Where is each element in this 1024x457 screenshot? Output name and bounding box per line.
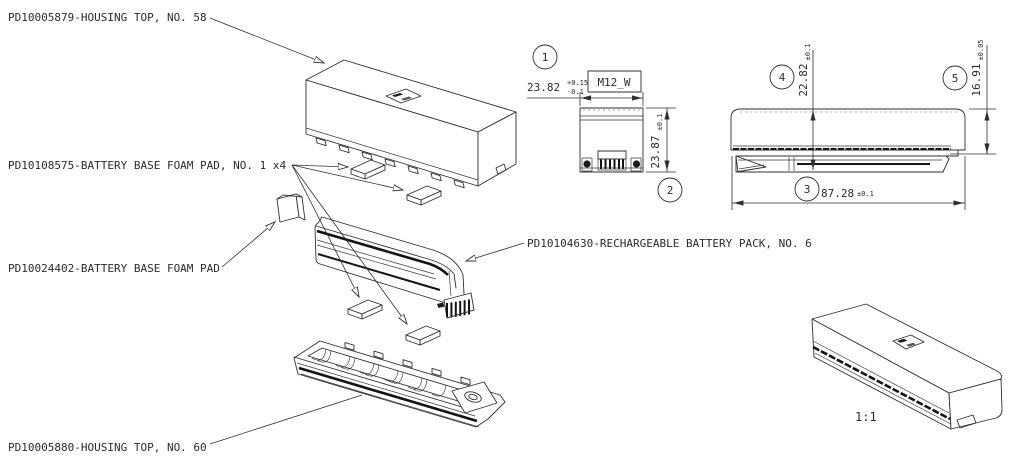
dim-width: 23.82 +0.15 -0.1 M12_W <box>527 70 644 106</box>
leader-foam-pad-single <box>221 222 275 268</box>
dim-step-height-tol: ±0.05 <box>977 39 985 60</box>
leader-battery-pack <box>466 242 525 261</box>
dim-side-height-tol: ±0.1 <box>804 44 812 61</box>
scale-label: 1:1 <box>855 410 877 424</box>
dim-front-height: 23.87 ±0.1 <box>646 107 676 173</box>
leader-housing-top-60 <box>209 394 363 445</box>
dim-width-tol-plus: +0.15 <box>567 79 588 87</box>
dim-front-height-value: 23.87 <box>649 135 662 168</box>
balloon-1: 1 <box>532 44 558 70</box>
tray-ribs <box>311 348 447 397</box>
leader-foam-pad-3 <box>291 164 359 297</box>
side-view: 22.82 ±0.1 16.91 ±0.05 87.28 ±0.1 4 <box>730 39 996 210</box>
end-view: 23.82 +0.15 -0.1 M12_W 23.87 ±0.1 1 2 <box>527 44 683 203</box>
dim-front-height-tol: ±0.1 <box>656 114 664 131</box>
label-battery-pack: PD10104630-RECHARGEABLE BATTERY PACK, NO… <box>527 237 812 250</box>
balloon-4: 4 <box>769 64 795 90</box>
leader-housing-top-58 <box>209 17 324 63</box>
foam-pad-3 <box>347 299 383 320</box>
foam-pad-1 <box>350 159 386 180</box>
dim-width-value: 23.82 <box>527 81 560 94</box>
balloon-5: 5 <box>942 65 968 91</box>
svg-text:4: 4 <box>779 71 786 84</box>
dim-step-height-value: 16.91 <box>970 63 983 96</box>
label-housing-top-58: PD10005879-HOUSING TOP, NO. 58 <box>8 11 207 24</box>
label-housing-top-60: PD10005880-HOUSING TOP, NO. 60 <box>8 441 207 454</box>
svg-text:3: 3 <box>804 183 811 196</box>
foam-pad-single <box>276 193 306 223</box>
balloon-3: 3 <box>794 176 820 202</box>
dim-side-height: 22.82 ±0.1 <box>797 44 816 170</box>
svg-text:2: 2 <box>667 184 674 197</box>
battery-pack-iso <box>314 216 475 319</box>
leader-foam-pad-2 <box>291 164 403 190</box>
dim-width-tol-minus: -0.1 <box>567 88 584 96</box>
housing-snap-tabs <box>315 137 507 189</box>
dim-length-tol: ±0.1 <box>857 190 874 198</box>
dim-side-height-value: 22.82 <box>797 63 810 96</box>
foam-pad-4 <box>405 325 441 346</box>
housing-bottom-iso <box>293 340 506 428</box>
svg-text:1: 1 <box>542 51 549 64</box>
end-view-connector <box>580 150 643 172</box>
foam-pad-2 <box>406 185 442 206</box>
thread-callout: M12_W <box>597 76 630 89</box>
balloon-2: 2 <box>657 177 683 203</box>
assembled-connector-nub <box>956 414 977 429</box>
dim-length-value: 87.28 <box>821 187 854 200</box>
tray-end-block <box>451 381 498 414</box>
dim-length: 87.28 ±0.1 <box>731 156 966 210</box>
svg-text:5: 5 <box>952 72 959 85</box>
label-foam-pad-single: PD10024402-BATTERY BASE FOAM PAD <box>8 262 220 275</box>
housing-label-sticker <box>385 88 422 104</box>
housing-top-iso <box>305 59 517 189</box>
assembled-view: 1:1 <box>811 303 1003 430</box>
tray-rim-tabs <box>344 342 471 386</box>
leader-foam-pad-4 <box>291 164 407 324</box>
leader-foam-pad-1 <box>291 165 348 167</box>
assembled-label-sticker <box>892 334 925 350</box>
leader-lines <box>209 17 525 445</box>
dim-step-height: 16.91 ±0.05 <box>950 39 996 155</box>
label-foam-pad-x4: PD10108575-BATTERY BASE FOAM PAD, NO. 1 … <box>8 159 287 172</box>
side-view-tray <box>735 155 950 173</box>
battery-connector <box>437 292 475 319</box>
